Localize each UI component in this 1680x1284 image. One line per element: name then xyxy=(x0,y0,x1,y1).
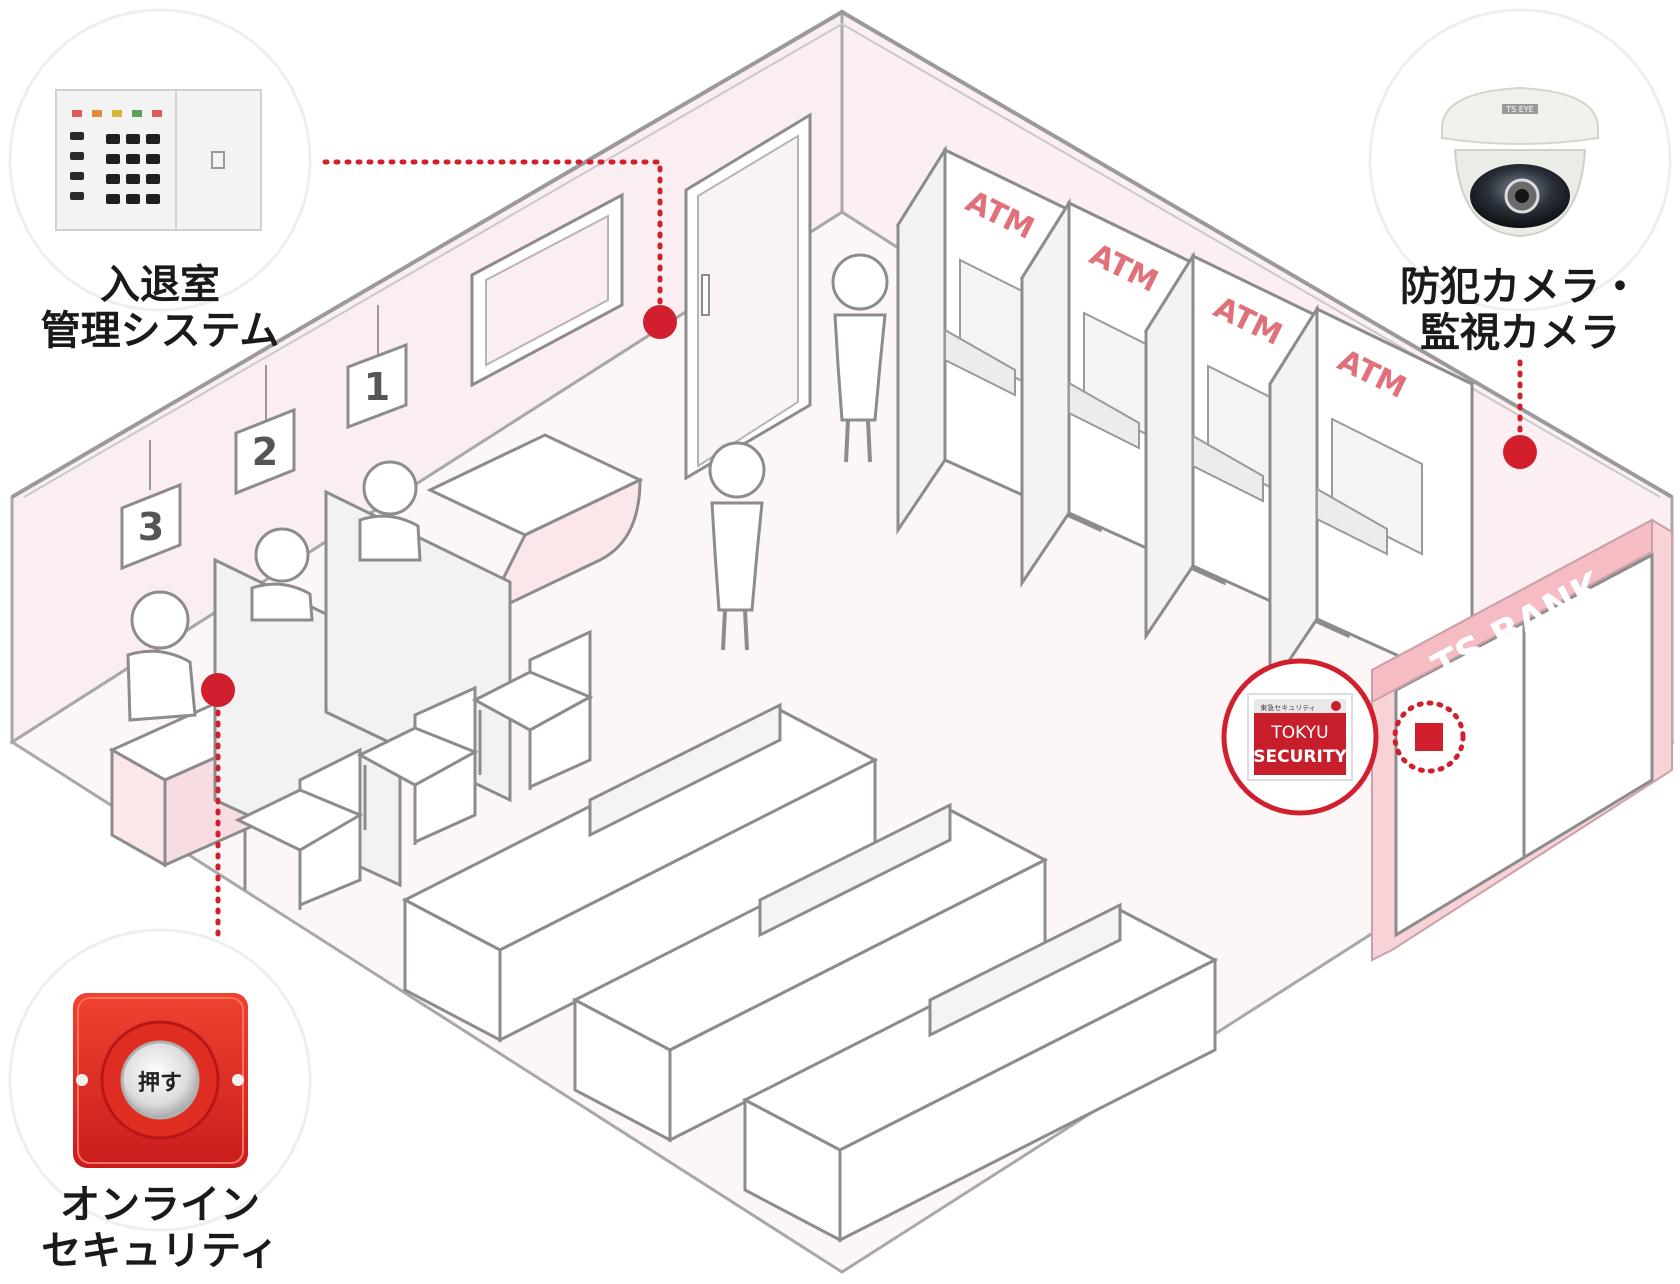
sticker-line2: SECURITY xyxy=(1253,747,1347,767)
teller-staff xyxy=(250,527,314,622)
sticker-top-text: 東急セキュリティ xyxy=(1260,703,1316,712)
teller-staff xyxy=(358,460,422,562)
atm-row: ATM ATM ATM ATM xyxy=(895,144,1475,694)
back-door xyxy=(684,112,812,481)
dome-camera-icon: TS EYE xyxy=(1441,86,1599,238)
teller-staff xyxy=(126,590,197,722)
card-reader-icon xyxy=(211,151,225,169)
security-sticker-callout: 東急セキュリティ TOKYU SECURITY xyxy=(1221,658,1379,816)
chair xyxy=(471,629,594,790)
customer xyxy=(831,253,889,463)
chair xyxy=(356,685,479,845)
panic-button-text: 押す xyxy=(138,1070,182,1096)
entrance: TS BANK xyxy=(1371,518,1673,962)
callout-lines xyxy=(201,159,1537,943)
camera-label: 防犯カメラ・ 監視カメラ xyxy=(1400,264,1640,356)
counter-number-2: 2 xyxy=(252,430,278,474)
panic-button-icon: 押す xyxy=(73,993,248,1168)
customer xyxy=(708,441,766,651)
atm-machine: ATM xyxy=(1267,303,1475,694)
keypad-icon xyxy=(70,110,162,204)
chair xyxy=(234,747,364,910)
online-security-callout: 押す xyxy=(8,928,312,1232)
panic-button-marker xyxy=(201,673,235,707)
counter-number-3: 3 xyxy=(138,505,164,549)
access-control-label: 入退室 管理システム xyxy=(40,262,280,354)
sticker-line1: TOKYU xyxy=(1270,723,1328,743)
counter-signs: 1 2 3 xyxy=(120,305,408,571)
sofa xyxy=(741,902,1219,1243)
online-security-label: オンライン セキュリティ xyxy=(41,1182,279,1274)
waiting-sofas xyxy=(401,702,1219,1243)
wall-frame xyxy=(470,192,624,388)
counter-number-1: 1 xyxy=(364,365,390,409)
sofa xyxy=(401,702,879,1043)
access-control-marker xyxy=(643,305,677,339)
teller-area xyxy=(108,433,644,910)
access-control-callout xyxy=(8,8,312,312)
camera-callout: TS EYE xyxy=(1368,8,1672,312)
camera-marker xyxy=(1503,435,1537,469)
sofa xyxy=(571,802,1049,1143)
camera-brand: TS EYE xyxy=(1505,105,1534,114)
